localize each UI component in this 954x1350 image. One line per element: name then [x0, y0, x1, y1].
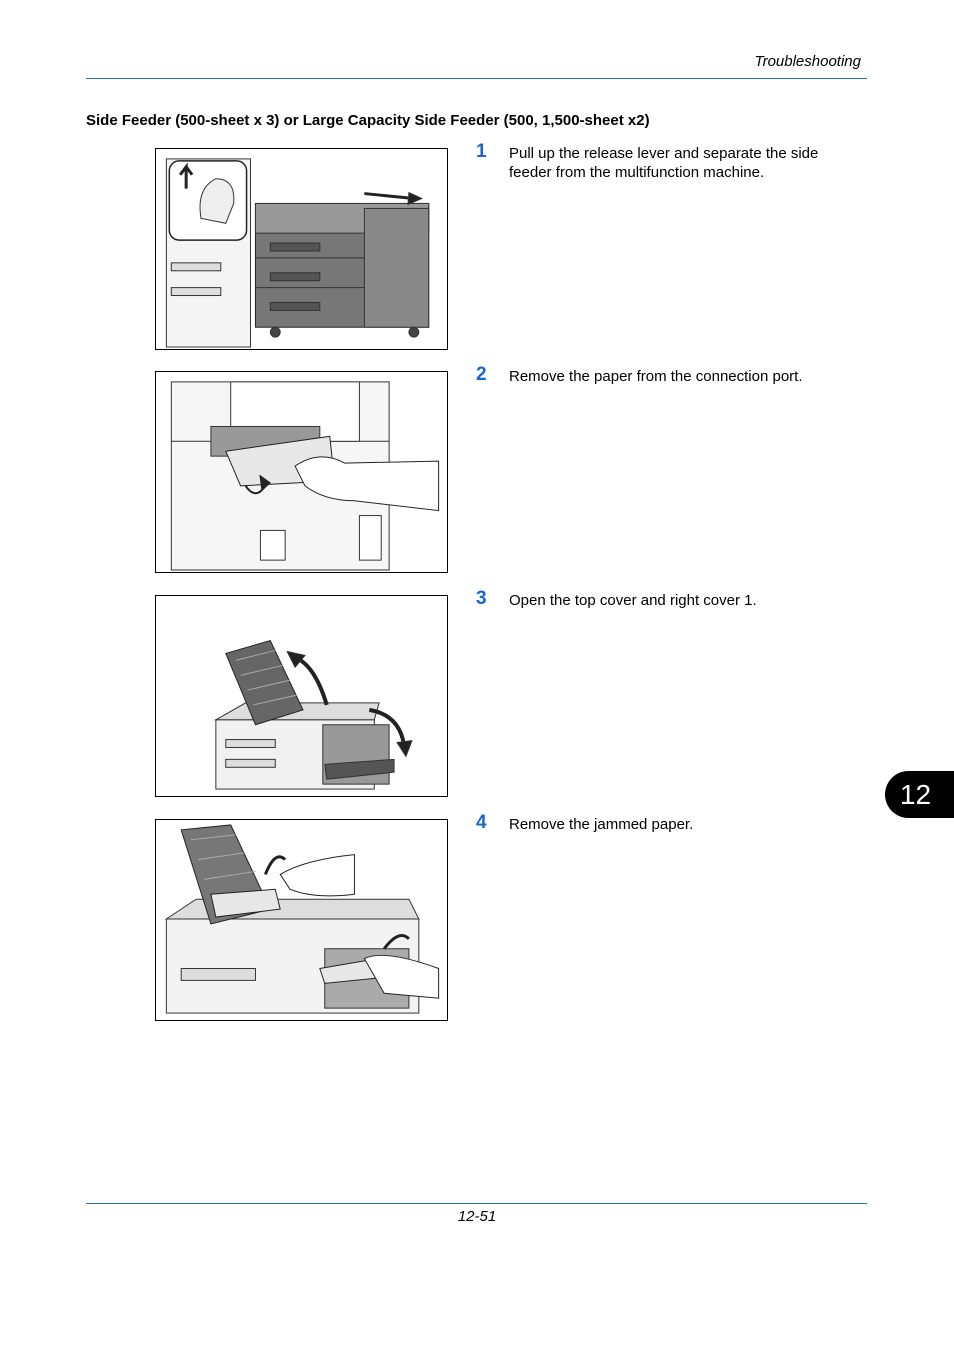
- step-3-illustration: [155, 595, 448, 797]
- step-1-number: 1: [476, 141, 487, 162]
- section-title: Side Feeder (500-sheet x 3) or Large Cap…: [86, 112, 650, 129]
- step-1-text: Pull up the release lever and separate t…: [509, 145, 819, 181]
- step-4-illustration: [155, 819, 448, 1021]
- step-2-number: 2: [476, 364, 487, 385]
- step-4-text: Remove the jammed paper.: [509, 816, 694, 833]
- step-2-illustration: [155, 371, 448, 573]
- step-1-illustration: [155, 148, 448, 350]
- step-2-text: Remove the paper from the connection por…: [509, 368, 803, 385]
- step-4-number: 4: [476, 812, 487, 833]
- step-3-text: Open the top cover and right cover 1.: [509, 592, 757, 609]
- header-section-title: Troubleshooting: [754, 53, 861, 70]
- chapter-tab: 12: [885, 771, 954, 818]
- chapter-number: 12: [899, 778, 932, 810]
- footer-rule: [86, 1203, 867, 1204]
- step-3-number: 3: [476, 588, 487, 609]
- header-rule: [86, 78, 867, 79]
- page-number: 12-51: [457, 1208, 497, 1225]
